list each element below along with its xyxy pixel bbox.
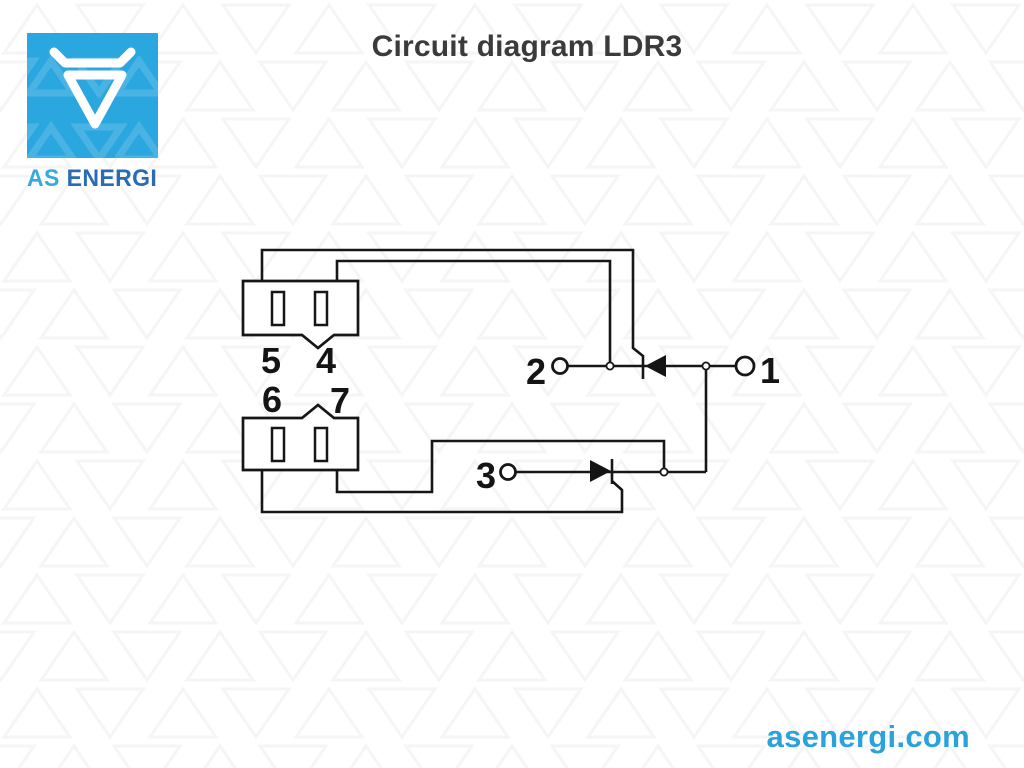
thyristor-bottom xyxy=(590,459,614,484)
logo-triangle xyxy=(63,70,127,129)
junction-dot-terminal1 xyxy=(701,361,711,371)
wire-pin4-to-cathode-junction xyxy=(335,259,612,366)
junction-dot-gate-cathode xyxy=(605,361,615,371)
wire-pin7-step xyxy=(335,439,666,494)
pin-label-5: 5 xyxy=(261,340,281,381)
control-coil-bottom xyxy=(241,403,360,472)
pin-label-4: 4 xyxy=(316,340,336,381)
logo-handlebar xyxy=(49,47,136,68)
thyristor-top xyxy=(641,355,666,379)
logo-word-energi: ENERGI xyxy=(66,165,158,192)
coil-bottom-slot-right xyxy=(313,426,329,463)
veles-triangle-icon xyxy=(49,47,136,129)
coil-top-outline xyxy=(241,279,360,350)
control-coil-top xyxy=(241,279,360,350)
wire-pin5-to-top-gate xyxy=(260,248,644,358)
terminal-label-3: 3 xyxy=(476,455,496,496)
junction-dot-bottom xyxy=(659,467,669,477)
thyristor-top-triangle xyxy=(645,355,666,377)
logo-word-as: AS xyxy=(27,165,60,192)
page-title: Circuit diagram LDR3 xyxy=(371,30,683,63)
terminal-label-2: 2 xyxy=(526,351,546,392)
logo-square-texture xyxy=(27,33,158,158)
wire-pin6-to-bottom-gate xyxy=(260,470,624,514)
terminal-label-1: 1 xyxy=(760,350,780,391)
logo-wordmark: AS ENERGI xyxy=(27,165,157,193)
pin-label-6: 6 xyxy=(262,379,282,420)
website-link: asenergi.com xyxy=(766,719,970,754)
company-logo: AS ENERGI xyxy=(27,33,158,193)
coil-bottom-slot-left xyxy=(270,426,286,463)
thyristor-bottom-triangle xyxy=(590,460,611,482)
terminal-1-circle xyxy=(734,355,756,377)
coil-top-slot-left xyxy=(270,290,286,327)
terminal-3-circle xyxy=(499,463,517,481)
terminal-2-circle xyxy=(551,357,569,375)
logo-square xyxy=(27,33,158,158)
pin-label-7: 7 xyxy=(330,380,350,421)
coil-top-slot-right xyxy=(313,290,329,327)
